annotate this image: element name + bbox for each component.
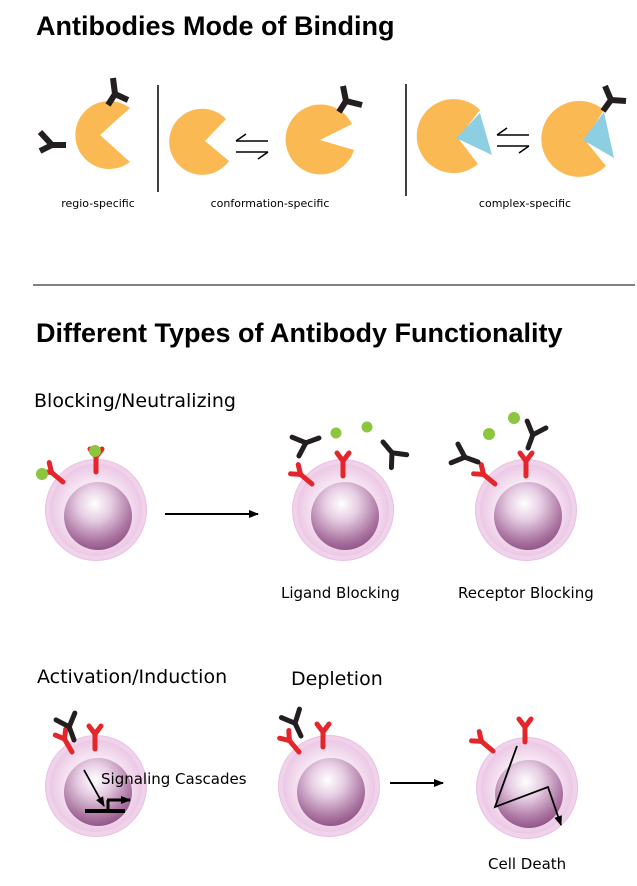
complex-partner-1: [456, 113, 492, 155]
activation-heading: Activation/Induction: [37, 666, 228, 688]
depletion-cell: [276, 733, 382, 839]
conformation-protein-closed: [285, 104, 354, 175]
gene-promoter-icon: [85, 796, 131, 813]
free-ligand: [508, 412, 520, 424]
signaling-cascades-label: Signaling Cascades: [101, 770, 247, 788]
conformation-antibody: [336, 85, 363, 114]
regio-specific-caption: regio-specific: [61, 197, 135, 210]
receptor-blocking-label: Receptor Blocking: [458, 584, 594, 602]
regio-protein: [75, 101, 130, 169]
complex-specific-caption: complex-specific: [478, 197, 572, 210]
depletion-antibody: [281, 709, 310, 740]
receptor-antibody-1: [451, 444, 481, 471]
ligand: [36, 468, 48, 480]
cell-death-zigzag-arrow: [493, 745, 562, 826]
receptor-antibody-2: [519, 421, 546, 451]
blocking-heading: Blocking/Neutralizing: [34, 390, 236, 412]
ligand-blocking-label: Ligand Blocking: [281, 584, 400, 602]
signal-arrow: [83, 769, 105, 807]
binding-title: Antibodies Mode of Binding: [36, 11, 395, 41]
ligand-antibody-1: [292, 428, 342, 456]
depletion-heading: Depletion: [291, 668, 383, 690]
section-divider: [33, 284, 635, 286]
complex-protein-open: [416, 99, 480, 174]
regio-antibody-left: [37, 129, 66, 154]
free-ligand: [483, 428, 495, 440]
complex-protein-closed: [541, 100, 606, 177]
complex-antibody: [600, 84, 627, 113]
conformation-protein-open: [169, 108, 229, 175]
ligand-antibody-2: [361, 421, 407, 468]
complex-partner-2: [583, 112, 614, 158]
conformation-specific-caption: conformation-specific: [210, 197, 330, 210]
functionality-title: Different Types of Antibody Functionalit…: [36, 318, 563, 348]
equilibrium-arrows-1: [235, 133, 269, 160]
regio-antibody-top: [105, 77, 130, 107]
cell-death-label: Cell Death: [488, 855, 567, 873]
ligand: [89, 445, 101, 457]
equilibrium-arrows-2: [496, 127, 530, 154]
